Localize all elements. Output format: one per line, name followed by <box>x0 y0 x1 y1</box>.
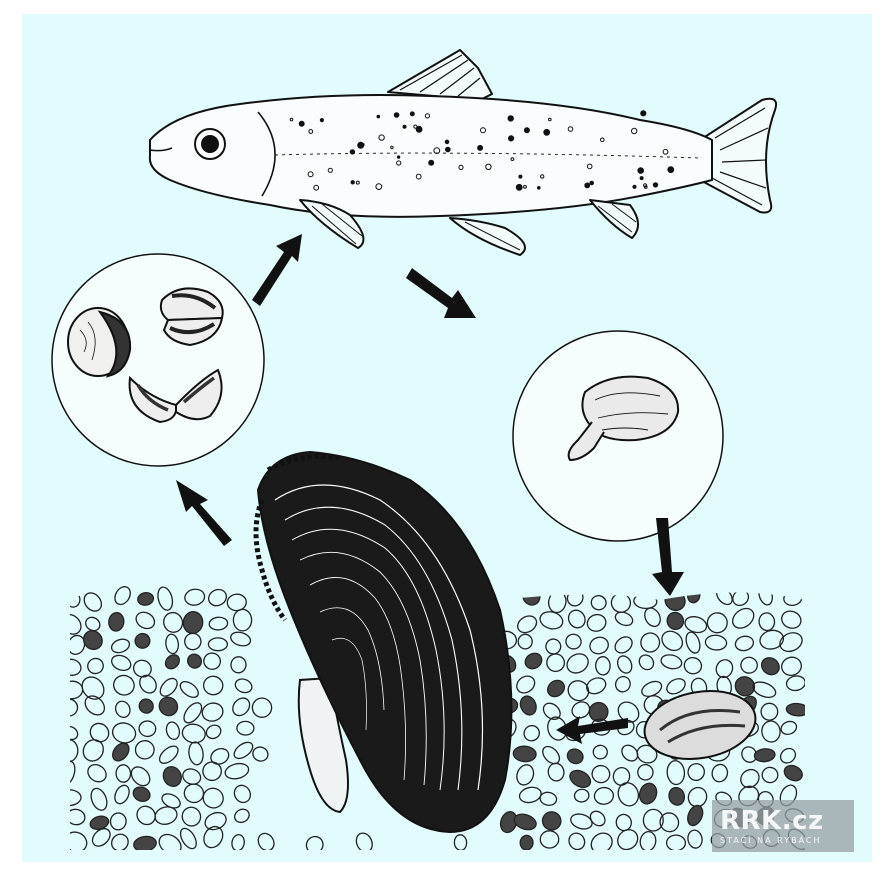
trout-spot <box>394 113 399 118</box>
trout-spot <box>509 136 514 141</box>
watermark-tagline: STAČÍ NA RYBÁCH <box>720 836 822 845</box>
trout-spot <box>351 181 354 184</box>
trout-spot <box>544 129 550 135</box>
trout-spot <box>516 184 522 190</box>
trout-spot <box>653 183 657 187</box>
juvenile-circle <box>513 331 723 541</box>
trout-spot <box>446 147 451 152</box>
trout-spot <box>445 140 449 144</box>
trout-spot <box>585 183 590 188</box>
trout-spot <box>668 167 674 173</box>
trout-spot <box>633 185 636 188</box>
trout-spot <box>478 145 483 150</box>
trout-spot <box>320 119 323 122</box>
trout-spot <box>377 115 380 118</box>
trout-spot <box>538 187 541 190</box>
trout-spot <box>519 175 522 178</box>
trout-spot <box>641 111 646 116</box>
trout-spot <box>403 125 406 128</box>
trout-spot <box>397 156 399 158</box>
trout-spot <box>590 181 594 185</box>
trout-spot <box>508 116 513 121</box>
glochidia-circle <box>52 254 264 466</box>
gravel-pebble <box>520 835 533 850</box>
trout-spot <box>358 142 364 148</box>
trout-spot <box>429 160 434 165</box>
watermark: RRK.cz STAČÍ NA RYBÁCH <box>712 800 854 852</box>
trout-spot <box>640 177 643 180</box>
trout-spot <box>299 121 304 126</box>
trout-spot <box>638 168 644 174</box>
watermark-logo: RRK.cz <box>720 806 824 836</box>
trout-spot <box>410 112 414 116</box>
trout-spot <box>350 150 354 154</box>
trout-spot <box>524 128 529 133</box>
